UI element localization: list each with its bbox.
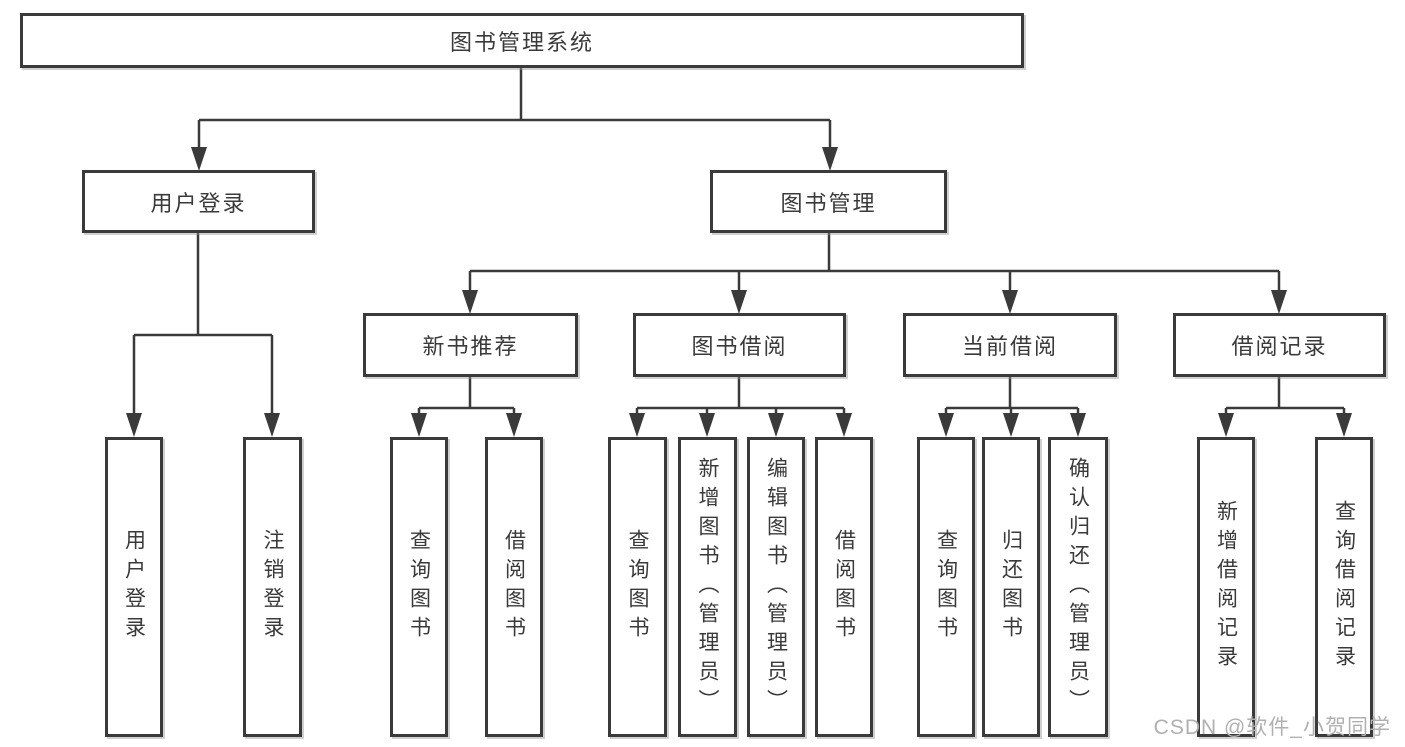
node-library-management-system: 图书管理系统 <box>20 13 1024 68</box>
node-current-borrowing: 当前借阅 <box>903 313 1117 377</box>
node-label: 注销登录 <box>261 529 284 645</box>
node-label: 借阅记录 <box>1231 334 1328 359</box>
leaf-borrow-books-borrowing: 借阅图书 <box>815 437 873 737</box>
node-book-management: 图书管理 <box>710 170 947 233</box>
leaf-edit-books-admin: 编辑图书（管理员） <box>747 437 805 737</box>
leaf-confirm-return-admin: 确认归还（管理员） <box>1048 437 1108 737</box>
leaf-query-books-borrowing: 查询图书 <box>608 437 667 737</box>
node-label: 借阅图书 <box>502 529 526 645</box>
node-label: 查询借阅记录 <box>1332 500 1356 674</box>
node-borrowing-records: 借阅记录 <box>1173 313 1386 377</box>
csdn-watermark: CSDN @软件_小贺同学 <box>1153 716 1391 739</box>
node-label: 新书推荐 <box>422 334 519 359</box>
node-label: 编辑图书（管理员） <box>764 456 788 718</box>
node-label: 查询图书 <box>934 529 958 645</box>
node-label: 用户登录 <box>150 190 247 216</box>
leaf-return-books: 归还图书 <box>982 437 1040 737</box>
node-label: 借阅图书 <box>832 529 856 645</box>
node-label: 确认归还（管理员） <box>1066 456 1090 718</box>
node-new-book-recommendation: 新书推荐 <box>363 313 578 377</box>
leaf-add-borrow-record: 新增借阅记录 <box>1197 437 1255 737</box>
node-book-borrowing: 图书借阅 <box>633 313 846 377</box>
node-label: 新增借阅记录 <box>1214 500 1238 674</box>
leaf-query-borrow-record: 查询借阅记录 <box>1315 437 1373 737</box>
leaf-borrow-books-recommend: 借阅图书 <box>485 437 543 737</box>
leaf-query-books-recommend: 查询图书 <box>390 437 448 737</box>
node-label: 图书借阅 <box>691 334 788 359</box>
node-label: 归还图书 <box>999 529 1023 645</box>
node-label: 查询图书 <box>626 529 649 645</box>
node-label: 图书管理系统 <box>449 29 594 55</box>
node-user-login: 用户登录 <box>82 170 315 233</box>
leaf-logout-login: 注销登录 <box>243 437 302 737</box>
leaf-user-login: 用户登录 <box>105 437 163 737</box>
node-label: 新增图书（管理员） <box>696 456 719 718</box>
node-label: 图书管理 <box>780 190 877 216</box>
leaf-add-books-admin: 新增图书（管理员） <box>678 437 737 737</box>
node-label: 用户登录 <box>122 529 146 645</box>
leaf-query-books-current: 查询图书 <box>917 437 975 737</box>
node-label: 当前借阅 <box>961 334 1058 359</box>
node-label: 查询图书 <box>407 529 431 645</box>
